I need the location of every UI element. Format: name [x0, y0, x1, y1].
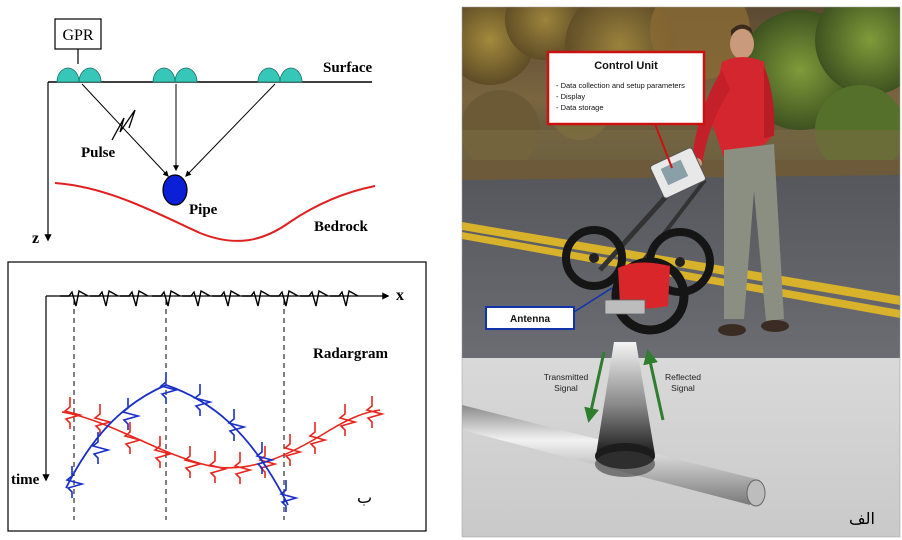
- wiggle-trace: [65, 466, 86, 498]
- wiggle-trace: [121, 398, 142, 430]
- gpr-box: [54, 18, 102, 50]
- surface-wiggle: [270, 289, 299, 307]
- control-unit-callout: [546, 50, 706, 126]
- surface-wiggle: [152, 289, 181, 307]
- wiggle-trace: [255, 442, 276, 474]
- transmitted-arrow: [584, 351, 606, 423]
- blue-hyperbola-traces: [65, 372, 300, 512]
- gpr-field-photo: Transmitted Signal Reflected Signal: [461, 6, 901, 538]
- red-hyperbola-traces: [61, 396, 386, 484]
- wiggle-trace: [227, 409, 248, 441]
- control-unit-item-3: - Data storage: [556, 103, 604, 112]
- pipe-label: Pipe: [189, 202, 218, 218]
- wiggle-trace: [91, 432, 112, 464]
- wiggle-trace: [258, 446, 279, 478]
- wiggle-trace: [233, 452, 254, 484]
- surface-wiggle: [300, 289, 329, 307]
- radargram-panel: x time Radargram ب: [7, 261, 427, 532]
- x-label: x: [396, 287, 404, 304]
- pulse-label: Pulse: [81, 145, 116, 161]
- transmitted-label-2: Signal: [554, 383, 578, 393]
- bedrock-label: Bedrock: [314, 219, 369, 235]
- wiggle-trace: [279, 480, 300, 512]
- wiggle-trace: [283, 434, 304, 466]
- gpr-cart: [562, 147, 714, 335]
- bedrock-line: [54, 182, 376, 242]
- radar-cone: [596, 342, 655, 455]
- reflected-label-1: Reflected: [665, 372, 701, 382]
- reflected-label-2: Signal: [671, 383, 695, 393]
- surface-wiggle: [330, 289, 359, 307]
- wiggle-trace: [93, 404, 114, 436]
- surface-wiggle: [90, 289, 119, 307]
- surface-wiggle: [182, 289, 211, 307]
- antenna-domes: [56, 67, 303, 83]
- radargram-label: Radargram: [313, 346, 388, 362]
- antenna-callout: [485, 306, 575, 330]
- wiggle-trace: [123, 422, 144, 454]
- panel-tag-alef: الف: [849, 511, 875, 528]
- surface-wiggle: [120, 289, 149, 307]
- surface-wiggle-row: [60, 289, 359, 307]
- dashed-guides: [73, 300, 285, 520]
- control-unit-title: Control Unit: [594, 60, 658, 72]
- gpr-schematic: GPR Surface z Pulse Pipe Bedrock: [32, 18, 376, 247]
- surface-wiggle: [242, 289, 271, 307]
- surface-wiggle: [60, 289, 89, 307]
- pipe-target: [162, 174, 188, 206]
- time-label: time: [11, 472, 40, 488]
- wiggle-trace: [63, 397, 84, 429]
- z-label: z: [32, 230, 39, 247]
- gpr-label: GPR: [62, 27, 93, 44]
- panel-tag-b: ب: [357, 490, 372, 507]
- wiggle-trace: [193, 384, 214, 416]
- wiggle-trace: [153, 436, 174, 468]
- control-unit-item-1: - Data collection and setup parameters: [556, 81, 685, 90]
- operator-figure: [692, 24, 789, 336]
- wiggle-trace: [338, 404, 359, 436]
- wiggle-trace: [159, 372, 180, 404]
- surface-label: Surface: [323, 60, 372, 76]
- wiggle-trace: [208, 451, 229, 483]
- radargram-frame: [7, 261, 427, 532]
- antenna-label: Antenna: [510, 314, 550, 325]
- reflected-arrow: [643, 349, 665, 421]
- transmitted-label-1: Transmitted: [544, 372, 589, 382]
- surface-wiggle: [212, 289, 241, 307]
- wiggle-trace: [365, 396, 386, 428]
- wiggle-trace: [308, 422, 329, 454]
- blue-hyperbola-curve: [65, 384, 289, 506]
- pulse-glyph: [111, 109, 136, 141]
- control-unit-item-2: - Display: [556, 92, 585, 101]
- wiggle-trace: [183, 446, 204, 478]
